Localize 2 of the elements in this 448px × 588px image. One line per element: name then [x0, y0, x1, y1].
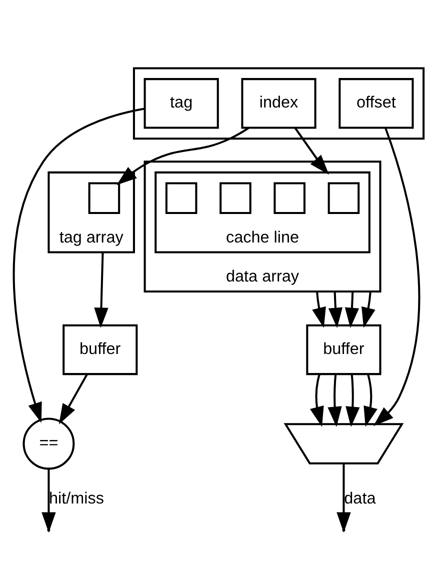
edge-label: hit/miss	[48, 489, 104, 508]
edge-label: data	[344, 489, 376, 508]
